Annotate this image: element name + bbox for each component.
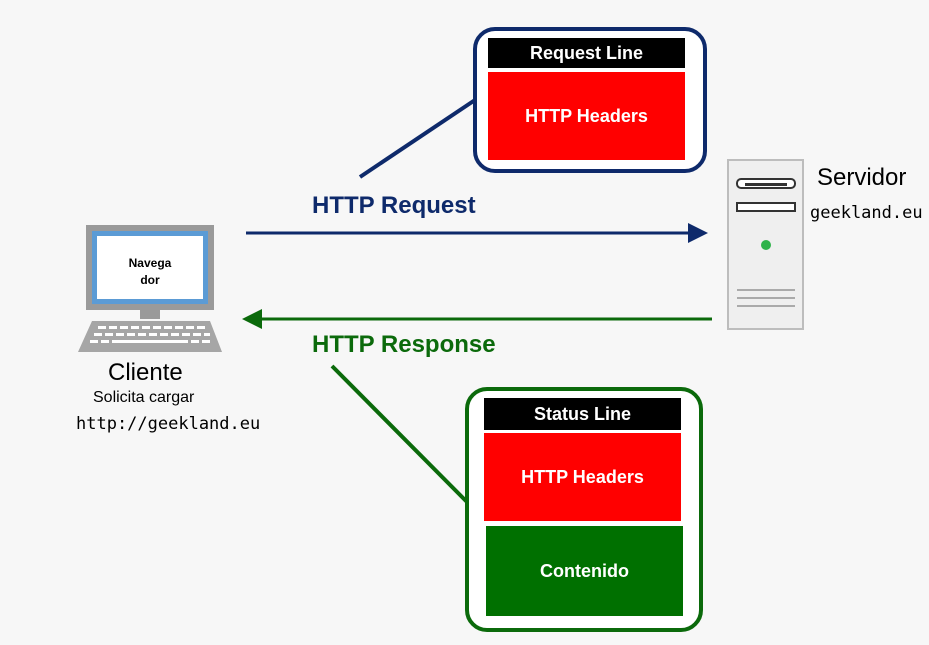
content-label: Contenido bbox=[486, 526, 683, 616]
response-headers-label: HTTP Headers bbox=[484, 433, 681, 521]
request-line-label: Request Line bbox=[488, 38, 685, 68]
http-request-label: HTTP Request bbox=[312, 192, 476, 219]
client-description-1: Solicita cargar bbox=[93, 389, 195, 406]
response-arrow-head bbox=[242, 309, 262, 329]
screen-text-line-2: dor bbox=[140, 273, 160, 287]
request-headers-label: HTTP Headers bbox=[488, 72, 685, 160]
status-line-label: Status Line bbox=[484, 398, 681, 430]
server-icon bbox=[727, 159, 805, 331]
server-host: geekland.eu bbox=[810, 203, 923, 223]
response-message-box: Status Line HTTP Headers Contenido bbox=[465, 387, 703, 632]
http-response-label: HTTP Response bbox=[312, 331, 496, 358]
client-description-2: http://geekland.eu bbox=[76, 414, 261, 434]
client-name: Cliente bbox=[108, 359, 183, 386]
request-message-box: Request Line HTTP Headers bbox=[473, 27, 707, 173]
client-computer-icon bbox=[74, 222, 224, 356]
request-arrow-head bbox=[688, 223, 708, 243]
server-name: Servidor bbox=[817, 164, 907, 191]
request-callout-line bbox=[358, 96, 480, 179]
response-callout-line bbox=[330, 364, 472, 507]
screen-text-line-1: Navega bbox=[128, 256, 172, 270]
